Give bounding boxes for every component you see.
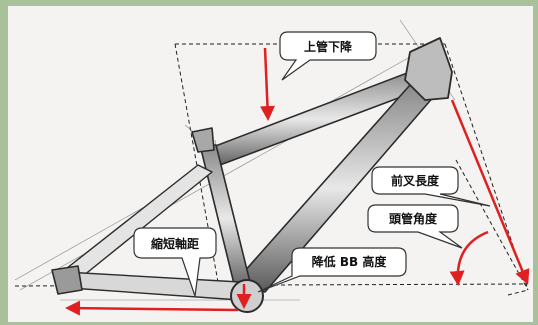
chainstay-arrow <box>65 300 239 316</box>
fork-length-label: 前叉長度 <box>391 173 440 188</box>
head-tube-angle-label: 頭管角度 <box>389 211 438 226</box>
fork-length-arrow <box>450 99 530 285</box>
lower-bb-label: 降低 BB 高度 <box>312 254 388 269</box>
top-tube-drop-arrow <box>259 47 275 121</box>
annotation-arrows <box>65 47 530 316</box>
bike-frame <box>51 37 453 313</box>
bottom-bracket <box>230 279 264 313</box>
short-chainstay-label: 縮短軸距 <box>151 236 199 251</box>
top-tube-drop-label: 上管下降 <box>304 39 353 54</box>
callout-fork-length: 前叉長度 <box>371 166 491 207</box>
callout-head-tube-angle: 頭管角度 <box>367 204 463 249</box>
head-angle-arrow <box>449 230 489 286</box>
rear-dropout <box>51 265 83 295</box>
callout-top-tube-drop: 上管下降 <box>279 31 377 81</box>
callout-lower-bb: 降低 BB 高度 <box>257 247 407 293</box>
head-tube <box>404 37 453 101</box>
callout-short-chainstay: 縮短軸距 <box>133 227 217 297</box>
seat-collar <box>191 127 215 153</box>
